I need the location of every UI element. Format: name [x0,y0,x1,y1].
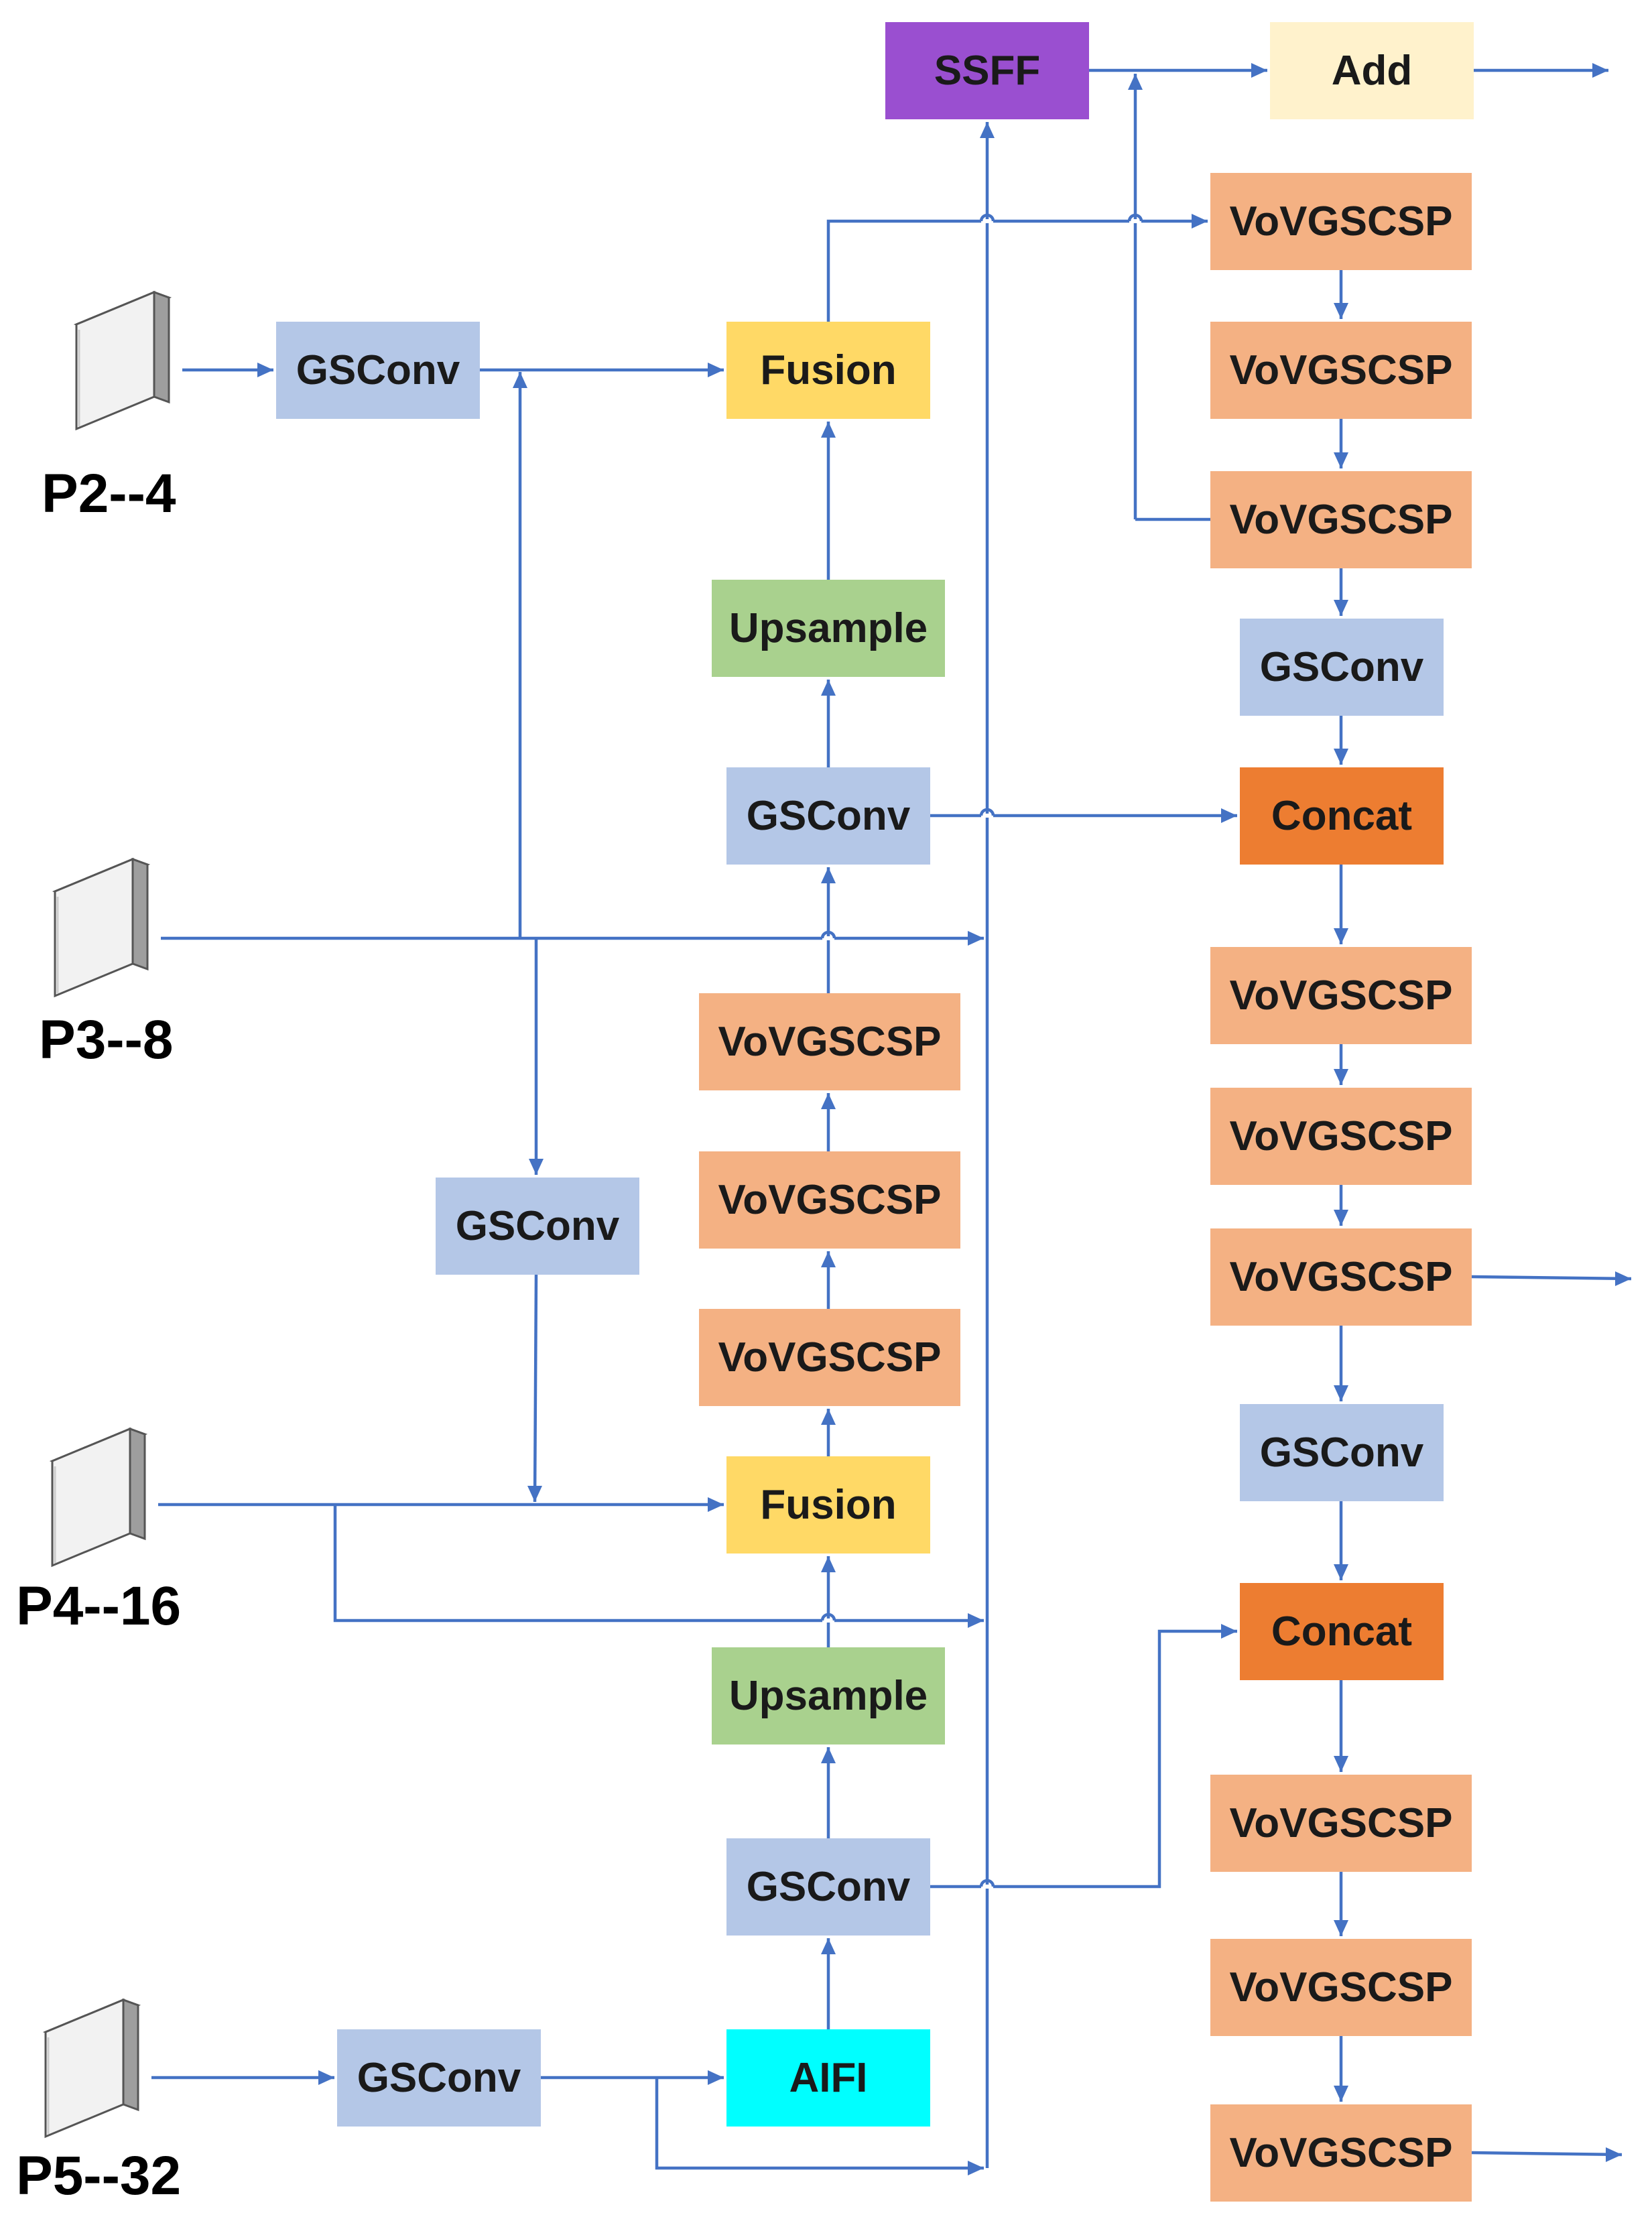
p4-to-trunk-connector-arrowhead [968,1613,984,1628]
gsconv-p2-block: GSConv [276,322,480,419]
vovgscsp-r6-block: VoVGSCSP [1210,1228,1472,1326]
gsconv-r2-block: GSConv [1240,1404,1444,1501]
center-crossing-hop-1 [820,930,836,939]
gsconv-p5-to-trunk-connector [655,2078,984,2170]
gsconv-mid-to-concat-1-connector-arrowhead [1221,808,1237,823]
vov-r1-to-r2-connector-arrowhead [1334,303,1348,319]
vovgscsp-r9-block: VoVGSCSP [1210,2104,1472,2202]
gsconv-p5-to-aifi-connector-arrowhead [708,2070,724,2085]
p5-to-gsconv-connector-arrowhead [318,2070,334,2085]
trunk-crossing-hop-1 [979,213,995,222]
p2-to-gsconv-connector-arrowhead [257,363,273,377]
concat-2-to-vov-r7-connector-arrowhead [1334,1756,1348,1772]
upsample-top-block: Upsample [712,580,945,677]
vov3-to-vov2-connector-arrowhead [821,1251,836,1267]
trunk-to-ssff-connector-arrowhead [980,122,995,138]
p3-to-p2-line-connector-arrowhead [513,372,527,388]
vov-r3-to-gsconv-r1-connector-arrowhead [1334,600,1348,616]
gsconv-low-block: GSConv [726,1838,930,1936]
gsconv-p5-to-trunk-connector-arrowhead [968,2161,984,2175]
p3-label: P3--8 [39,1009,174,1070]
fusion-top-to-vov-r1-connector-arrowhead [1192,214,1208,229]
aifi-to-gsconv-low-connector-arrowhead [821,1938,836,1954]
vov-r6-output-connector-arrowhead [1615,1271,1631,1286]
p5-feature-map-icon [42,1998,141,2139]
concat-2-block: Concat [1240,1583,1444,1680]
vov-r9-output-connector [1471,2151,1623,2157]
vov-r2-to-r3-connector-arrowhead [1334,452,1348,468]
ssff-block: SSFF [885,22,1089,119]
gsconv-low-to-upsample-connector-arrowhead [821,1747,836,1763]
vovgscsp-r8-block: VoVGSCSP [1210,1939,1472,2036]
p4-to-trunk-connector [333,1505,984,1623]
trunk-crossing-hop-2-gap [981,814,993,818]
p3-to-gsconv-left-connector-arrowhead [529,1159,544,1175]
gsconv-r2-to-concat-2-connector-arrowhead [1334,1564,1348,1580]
upsample-bottom-block: Upsample [712,1647,945,1745]
add-output-connector-arrowhead [1592,63,1608,78]
trunk-crossing-hop-3 [979,1879,995,1887]
gsconv-mid-block: GSConv [726,767,930,865]
vovgscsp-r1-block: VoVGSCSP [1210,173,1472,270]
vovgscsp-r4-block: VoVGSCSP [1210,947,1472,1044]
gsconv-left-to-fusion-connector-arrowhead [527,1486,542,1502]
gsconv-p5-block: GSConv [337,2029,541,2127]
upsample-to-fusion-top-connector-arrowhead [821,422,836,438]
vov-r3-to-add-connector-arrowhead [1128,74,1143,90]
fusion-bottom-to-vov3-connector-arrowhead [821,1409,836,1425]
aifi-block: AIFI [726,2029,930,2127]
vov1-to-gsconv-mid-connector-arrowhead [821,867,836,883]
trunk-crossing-hop-1-gap [981,219,993,223]
gsconv-r1-to-concat-1-connector-arrowhead [1334,749,1348,765]
vovgscsp-r5-block: VoVGSCSP [1210,1088,1472,1185]
gsconv-r1-block: GSConv [1240,619,1444,716]
fusion-bottom-block: Fusion [726,1456,930,1554]
gsconv-low-to-concat-2-connector [930,1629,1237,1889]
vovgscsp-mid-1-block: VoVGSCSP [699,993,960,1090]
gsconv-low-to-concat-2-connector-arrowhead [1221,1624,1237,1639]
p2-label: P2--4 [42,463,176,524]
vov-r6-to-gsconv-r2-connector-arrowhead [1334,1385,1348,1401]
p3-to-trunk-connector-arrowhead [968,931,984,946]
p4-feature-map-icon [49,1427,148,1568]
gsconv-left-to-fusion-connector [533,1274,538,1503]
center-crossing-hop-2-gap [822,1619,834,1623]
vovgscsp-r3-block: VoVGSCSP [1210,471,1472,568]
fusion-top-to-vov-r1-connector [826,219,1208,322]
p3-feature-map-icon [52,857,151,998]
ssff-to-add-connector-arrowhead [1251,63,1267,78]
add-block: Add [1270,22,1474,119]
vov-r3-line-crossing-hop-gap [1129,219,1141,223]
fusion-top-block: Fusion [726,322,930,419]
gsconv-mid-to-upsample-connector-arrowhead [821,680,836,696]
concat-1-block: Concat [1240,767,1444,865]
vovgscsp-mid-3-block: VoVGSCSP [699,1309,960,1406]
vov-r8-to-r9-connector-arrowhead [1334,2086,1348,2102]
p4-label: P4--16 [16,1576,182,1637]
concat-1-to-vov-r4-connector-arrowhead [1334,928,1348,944]
vov-r5-to-r6-connector-arrowhead [1334,1210,1348,1226]
vovgscsp-mid-2-block: VoVGSCSP [699,1151,960,1249]
vov-r7-to-r8-connector-arrowhead [1334,1920,1348,1936]
vov-r6-output-connector [1471,1275,1632,1281]
center-crossing-hop-1-gap [822,936,834,940]
p5-label: P5--32 [16,2145,182,2206]
trunk-crossing-hop-2 [979,808,995,816]
vov2-to-vov1-connector-arrowhead [821,1093,836,1109]
vov-r4-to-r5-connector-arrowhead [1334,1069,1348,1085]
center-crossing-hop-2 [820,1612,836,1621]
trunk-crossing-hop-3-gap [981,1885,993,1889]
vovgscsp-r7-block: VoVGSCSP [1210,1775,1472,1872]
upsample-to-fusion-bottom-connector-arrowhead [821,1556,836,1572]
vovgscsp-r2-block: VoVGSCSP [1210,322,1472,419]
gsconv-left-block: GSConv [436,1178,639,1275]
p2-feature-map-icon [73,290,172,431]
vov-r3-line-crossing-hop [1127,213,1143,222]
gsconv-p2-to-fusion-connector-arrowhead [708,363,724,377]
p4-to-fusion-connector-arrowhead [708,1497,724,1512]
vov-r9-output-connector-arrowhead [1606,2147,1622,2162]
